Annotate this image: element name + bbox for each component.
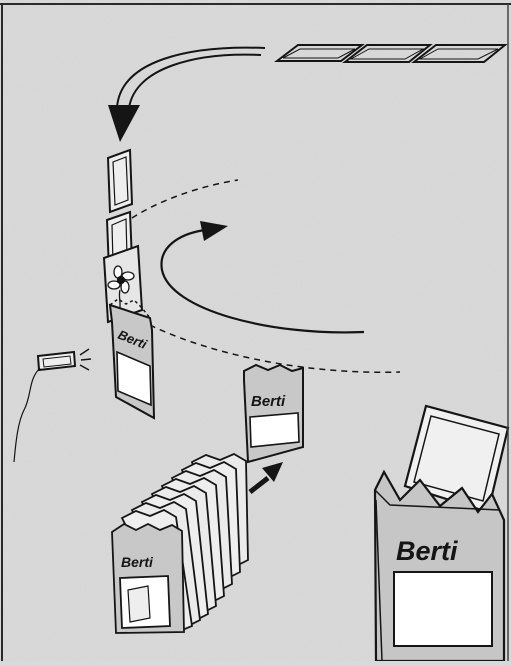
- envelope-forming-window: [116, 350, 152, 407]
- conveyor-track: [131, 179, 401, 374]
- feed-arrow-head: [108, 105, 140, 142]
- large-envelope-brand: Berti: [396, 536, 458, 566]
- envelope-finished-brand: Berti: [251, 393, 286, 410]
- photo-flat-3: [411, 44, 508, 63]
- envelope-stack: Berti: [111, 452, 249, 634]
- envelope-finished: Berti: [243, 363, 304, 464]
- envelope-forming: Berti: [108, 298, 156, 420]
- front-envelope-brand: Berti: [121, 554, 154, 570]
- sensor-cable: [13, 367, 41, 463]
- transfer-arrow-head: [262, 462, 283, 482]
- photo-flat-2: [342, 44, 433, 63]
- photo-flat-1: [274, 44, 365, 62]
- feed-arrow: [108, 46, 266, 142]
- rotation-arrow-head: [200, 221, 228, 241]
- rotation-arrow: [160, 221, 365, 334]
- envelope-finished-window: [249, 412, 300, 448]
- flower-card: [102, 244, 144, 324]
- large-envelope-window: [393, 571, 493, 647]
- photo-row: [274, 44, 508, 63]
- sensor-device: [13, 348, 92, 463]
- transfer-arrow: [248, 462, 283, 494]
- large-envelope: Berti: [373, 404, 510, 663]
